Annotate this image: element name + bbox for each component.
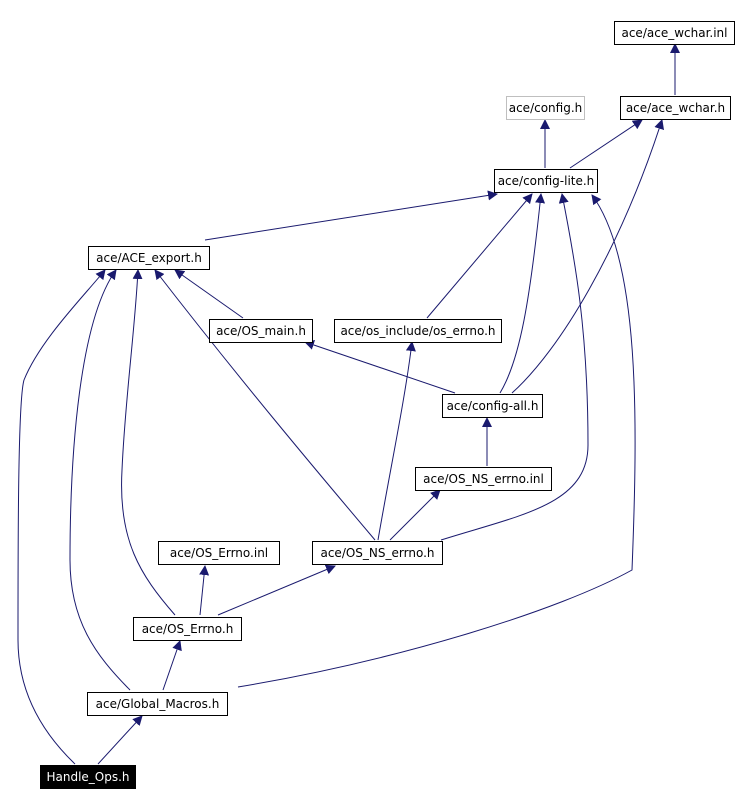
edge-config-lite-to-ace-wchar-h bbox=[569, 119, 643, 169]
edge-ace-export-to-config-lite bbox=[204, 190, 498, 241]
node-config-h: ace/config.h bbox=[506, 96, 585, 120]
edge-global-macros-to-os-errno-h bbox=[162, 640, 182, 691]
edge-os-ns-errno-h-to-os-ns-errno-inl bbox=[389, 489, 441, 541]
edge-os-errno-h-to-ace-export bbox=[121, 269, 176, 616]
node-os-errno-h[interactable]: ace/OS_Errno.h bbox=[133, 617, 242, 641]
edge-global-macros-to-ace-export bbox=[69, 269, 131, 691]
node-os-errno-inl[interactable]: ace/OS_Errno.inl bbox=[158, 541, 280, 565]
edge-os-errno-h-to-os-ns-errno-h bbox=[217, 564, 336, 616]
node-os-include-errno-h[interactable]: ace/os_include/os_errno.h bbox=[334, 319, 502, 343]
edge-config-all-to-config-lite bbox=[499, 193, 546, 394]
edge-global-macros-to-config-lite bbox=[237, 194, 636, 688]
node-os-main-h[interactable]: ace/OS_main.h bbox=[209, 319, 313, 343]
node-config-lite-h[interactable]: ace/config-lite.h bbox=[494, 169, 598, 193]
node-ace-export-h[interactable]: ace/ACE_export.h bbox=[88, 246, 210, 270]
edge-os-include-errno-to-config-lite bbox=[426, 193, 533, 319]
node-os-ns-errno-inl[interactable]: ace/OS_NS_errno.inl bbox=[415, 467, 552, 491]
edge-handle-ops-to-global-macros bbox=[97, 715, 143, 765]
edge-os-ns-errno-inl-to-config-lite bbox=[440, 193, 589, 541]
node-ace-wchar-inl[interactable]: ace/ace_wchar.inl bbox=[614, 21, 735, 45]
node-os-ns-errno-h[interactable]: ace/OS_NS_errno.h bbox=[312, 541, 443, 565]
edge-os-errno-h-to-os-errno-inl bbox=[199, 565, 210, 616]
node-handle-ops-h: Handle_Ops.h bbox=[40, 765, 136, 789]
edge-config-all-to-os-main bbox=[304, 340, 456, 394]
node-ace-wchar-h[interactable]: ace/ace_wchar.h bbox=[620, 96, 731, 120]
node-config-all-h[interactable]: ace/config-all.h bbox=[442, 394, 543, 418]
node-global-macros-h[interactable]: ace/Global_Macros.h bbox=[87, 692, 228, 716]
edge-os-ns-errno-h-to-ace-export bbox=[154, 269, 376, 541]
edge-os-main-to-ace-export bbox=[174, 269, 244, 319]
edge-os-ns-errno-h-to-os-include-errno bbox=[377, 341, 416, 541]
edge-handle-ops-to-ace-export bbox=[17, 269, 106, 765]
edge-config-all-to-ace-wchar-h bbox=[511, 119, 664, 394]
